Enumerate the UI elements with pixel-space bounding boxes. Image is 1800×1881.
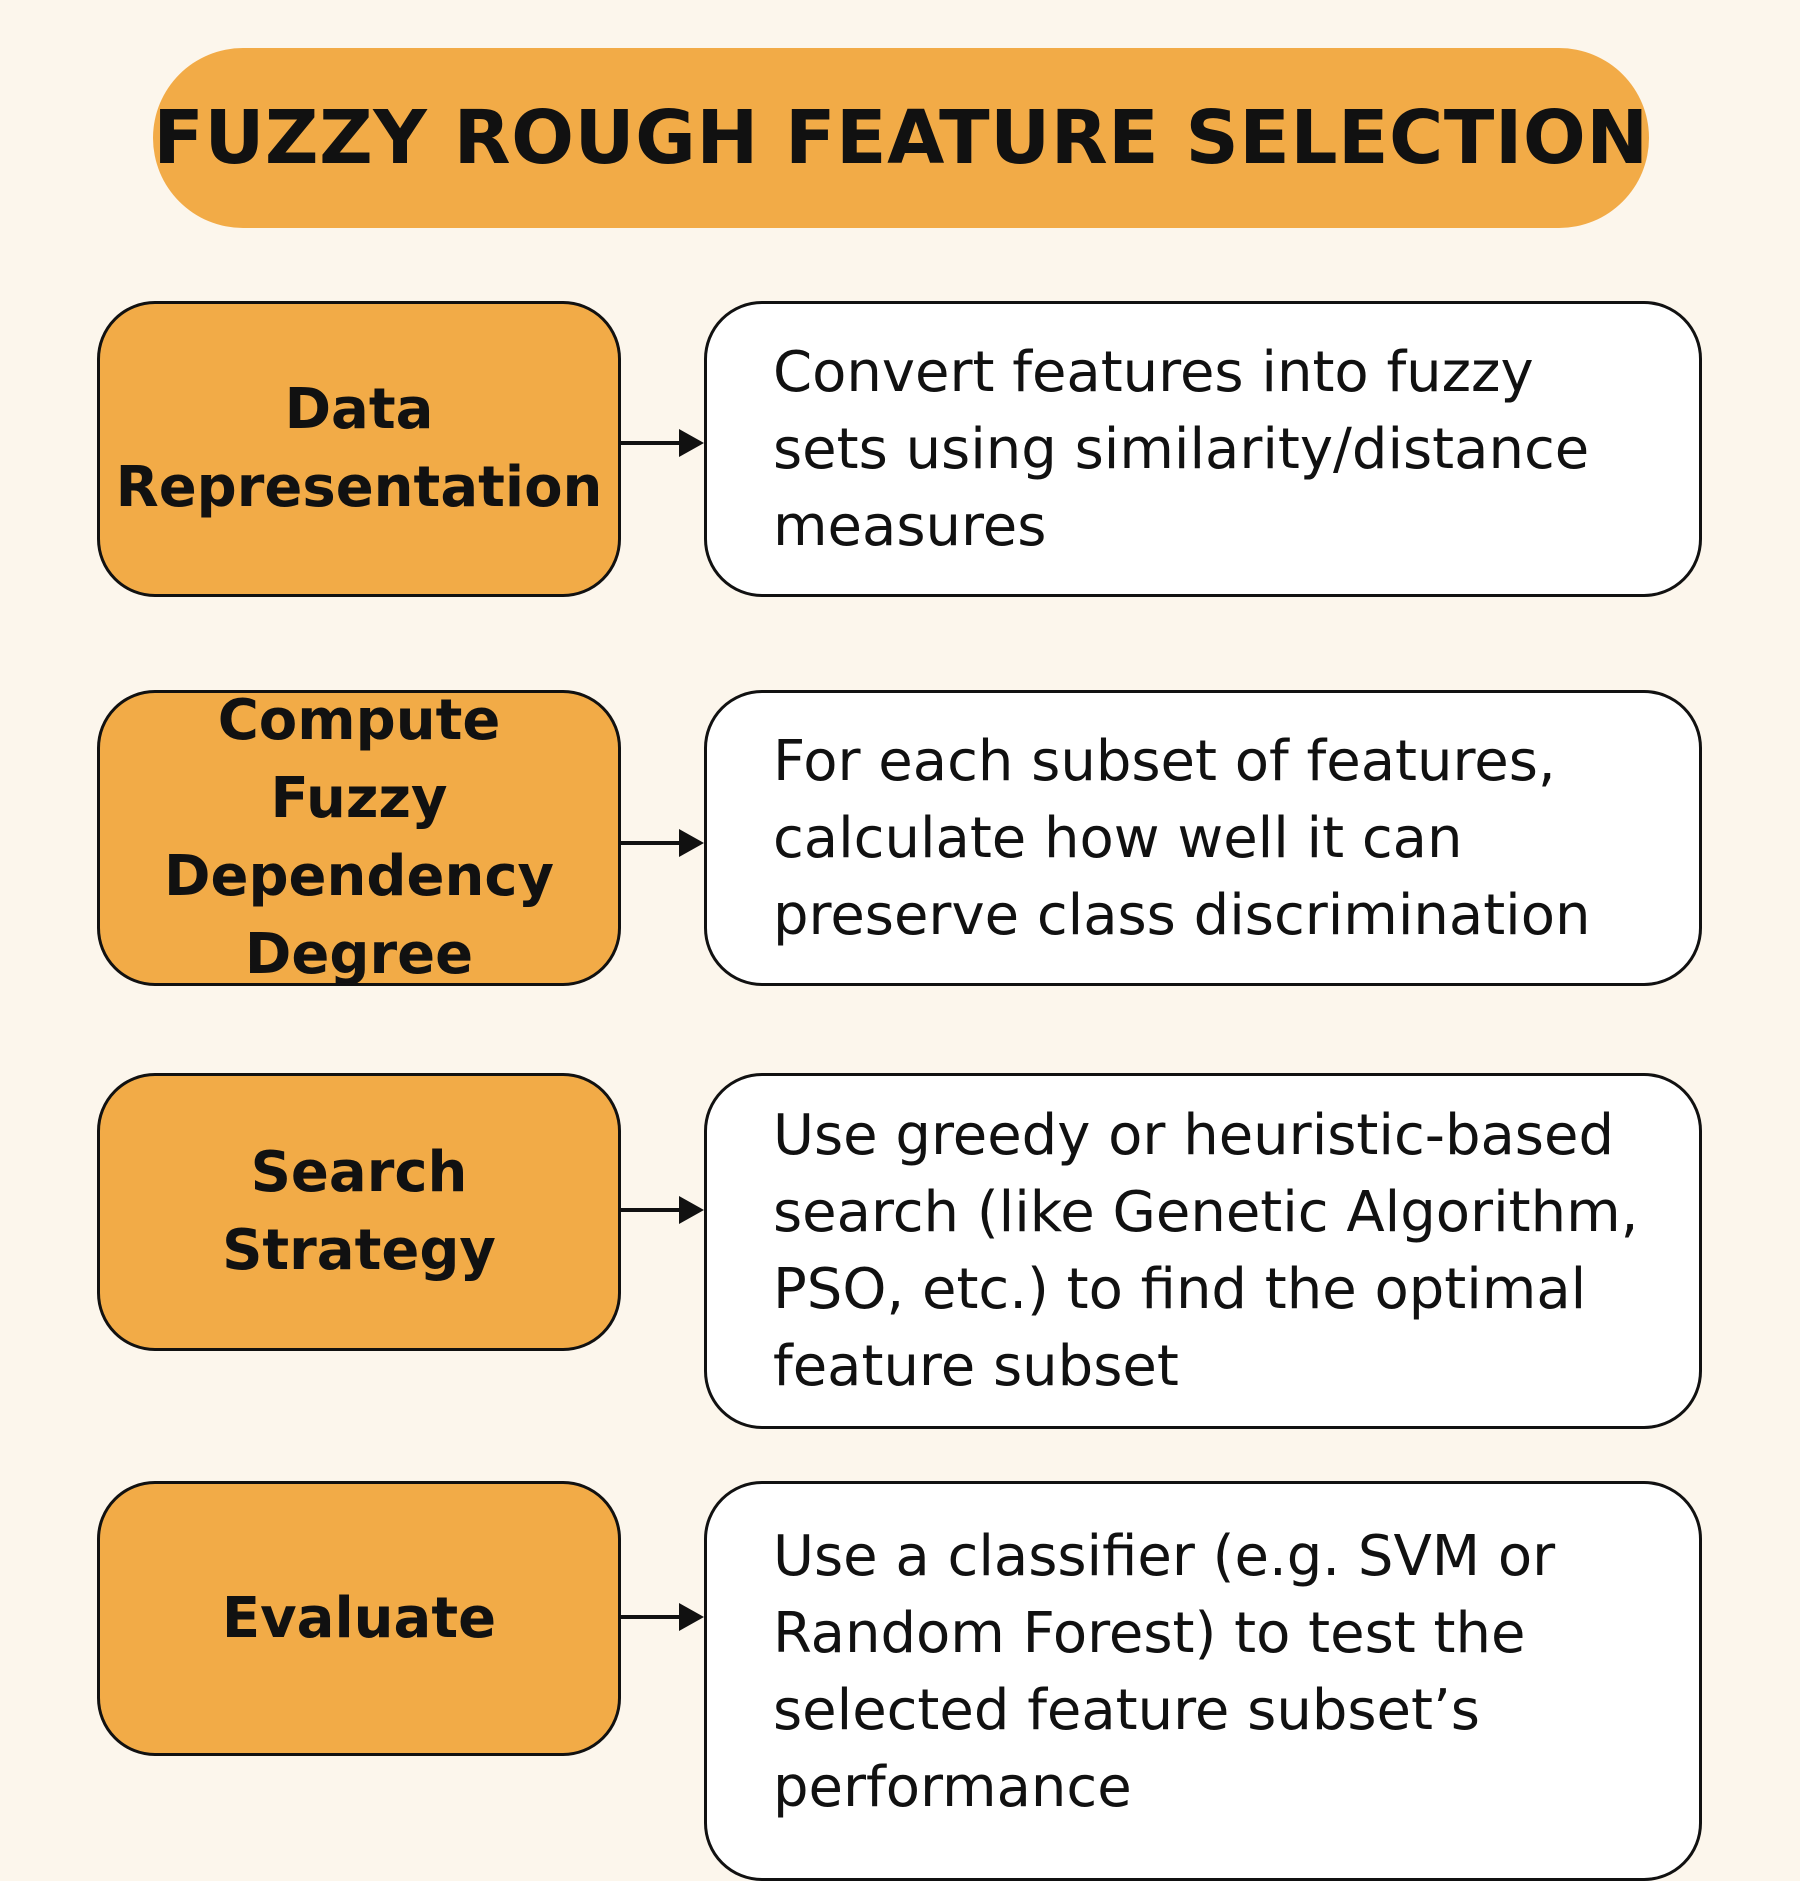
step-description: Use a classifier (e.g. SVM or Random For… xyxy=(773,1524,1556,1820)
title-banner: FUZZY ROUGH FEATURE SELECTION xyxy=(153,48,1649,228)
step-label: Compute Fuzzy Dependency Degree xyxy=(163,688,555,987)
step-label: Data Representation xyxy=(115,377,603,520)
step-box-compute-fuzzy-dependency: Compute Fuzzy Dependency Degree xyxy=(97,688,621,987)
step-label: Evaluate xyxy=(221,1585,497,1651)
step-description: Convert features into fuzzy sets using s… xyxy=(773,339,1590,559)
step-description-box: For each subset of features, calculate h… xyxy=(704,690,1702,986)
arrow-right-icon xyxy=(621,829,704,857)
step-description-box: Use greedy or heuristic-based search (li… xyxy=(704,1073,1702,1429)
step-box-evaluate: Evaluate xyxy=(97,1481,621,1756)
arrow-right-icon xyxy=(621,429,704,457)
arrow-right-icon xyxy=(621,1603,704,1631)
step-box-search-strategy: Search Strategy xyxy=(97,1073,621,1351)
step-box-data-representation: Data Representation xyxy=(97,301,621,597)
step-label: Search Strategy xyxy=(222,1140,496,1283)
step-description: Use greedy or heuristic-based search (li… xyxy=(773,1103,1639,1399)
diagram-title: FUZZY ROUGH FEATURE SELECTION xyxy=(153,95,1649,181)
step-description: For each subset of features, calculate h… xyxy=(773,728,1591,948)
step-description-box: Convert features into fuzzy sets using s… xyxy=(704,301,1702,597)
step-description-box: Use a classifier (e.g. SVM or Random For… xyxy=(704,1481,1702,1881)
arrow-right-icon xyxy=(621,1196,704,1224)
